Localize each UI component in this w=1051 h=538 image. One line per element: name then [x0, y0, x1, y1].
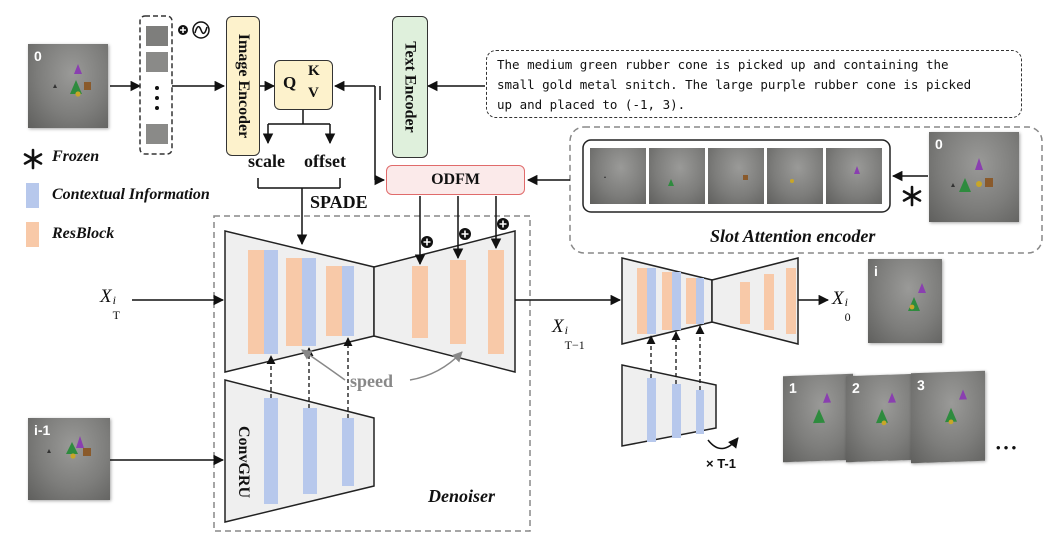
frame-label: 3	[917, 376, 925, 394]
text-prompt-line: The medium green rubber cone is picked u…	[497, 57, 949, 72]
image-encoder-label: Image Encoder	[235, 33, 252, 139]
input-frame-prev: i-1	[28, 418, 110, 500]
image-encoder-box: Image Encoder	[226, 16, 260, 156]
resblock-bar	[248, 250, 264, 354]
slot-panel	[708, 148, 764, 204]
frame-label: 0	[34, 48, 42, 64]
input-frame-0: 0	[28, 44, 108, 128]
slot-panel	[590, 148, 646, 204]
context-bar	[264, 398, 278, 504]
slot-panel	[826, 148, 882, 204]
context-bar	[342, 266, 354, 336]
context-bar	[342, 418, 354, 486]
slot-panel	[767, 148, 823, 204]
text-prompt-box: The medium green rubber cone is picked u…	[486, 50, 1022, 118]
sequence-frame-3: 3	[911, 370, 985, 464]
slot-input-frame: 0	[929, 132, 1019, 222]
small-unet-decoder	[711, 257, 799, 345]
convgru-label-wrap: ConvGRU	[232, 426, 252, 498]
qkv-box: Q K V	[274, 60, 333, 110]
resblock-swatch	[26, 222, 39, 247]
context-bar	[303, 408, 317, 494]
sequence-frame-2: 2	[846, 373, 916, 463]
ellipsis: • • •	[996, 440, 1017, 455]
context-bar	[264, 250, 278, 354]
output-frame-i: i	[868, 259, 942, 343]
legend-resblock: ResBlock	[52, 225, 115, 242]
k-label: K	[308, 63, 320, 79]
spade-label: SPADE	[310, 192, 368, 212]
convgru-label: ConvGRU	[235, 426, 252, 499]
repeat-label: × T-1	[706, 456, 736, 471]
slot-attention-title: Slot Attention encoder	[710, 226, 876, 246]
patch-tokens-box	[139, 15, 173, 155]
v-label: V	[308, 85, 319, 101]
q-label: Q	[283, 73, 297, 92]
resblock-bar	[326, 266, 342, 336]
text-prompt-line: small gold metal snitch. The large purpl…	[497, 77, 972, 92]
frame-label: i	[874, 263, 878, 279]
snowflake-icon	[902, 185, 922, 207]
text-encoder-box: Text Encoder	[392, 16, 428, 158]
text-encoder-label: Text Encoder	[402, 41, 419, 133]
scale-label: scale	[248, 151, 285, 171]
frame-label: 0	[935, 136, 943, 152]
resblock-bar	[488, 250, 504, 354]
resblock-bar	[450, 260, 466, 344]
frame-label: 1	[789, 379, 797, 397]
context-bar	[302, 258, 316, 346]
resblock-bar	[286, 258, 302, 346]
frame-label: 2	[852, 379, 860, 397]
snowflake-icon	[23, 148, 43, 170]
convgru-shape	[224, 379, 375, 523]
offset-label: offset	[304, 151, 346, 171]
denoiser-frame	[213, 215, 531, 532]
odfm-label: ODFM	[431, 171, 480, 188]
denoiser-title: Denoiser	[428, 486, 495, 506]
sequence-frame-1: 1	[783, 373, 853, 463]
legend-contextual: Contextual Information	[52, 186, 210, 203]
slot-attention-frame	[569, 126, 1043, 254]
speed-label: speed	[350, 371, 394, 391]
unet-decoder-shape	[373, 230, 516, 373]
frame-label: i-1	[34, 422, 51, 438]
text-prompt-line: up and placed to (-1, 3).	[497, 97, 686, 112]
context-swatch	[26, 183, 39, 208]
legend-frozen: Frozen	[52, 148, 100, 165]
odfm-box: ODFM	[386, 165, 525, 195]
slot-panel	[649, 148, 705, 204]
small-convgru	[621, 364, 717, 447]
resblock-bar	[412, 266, 428, 338]
